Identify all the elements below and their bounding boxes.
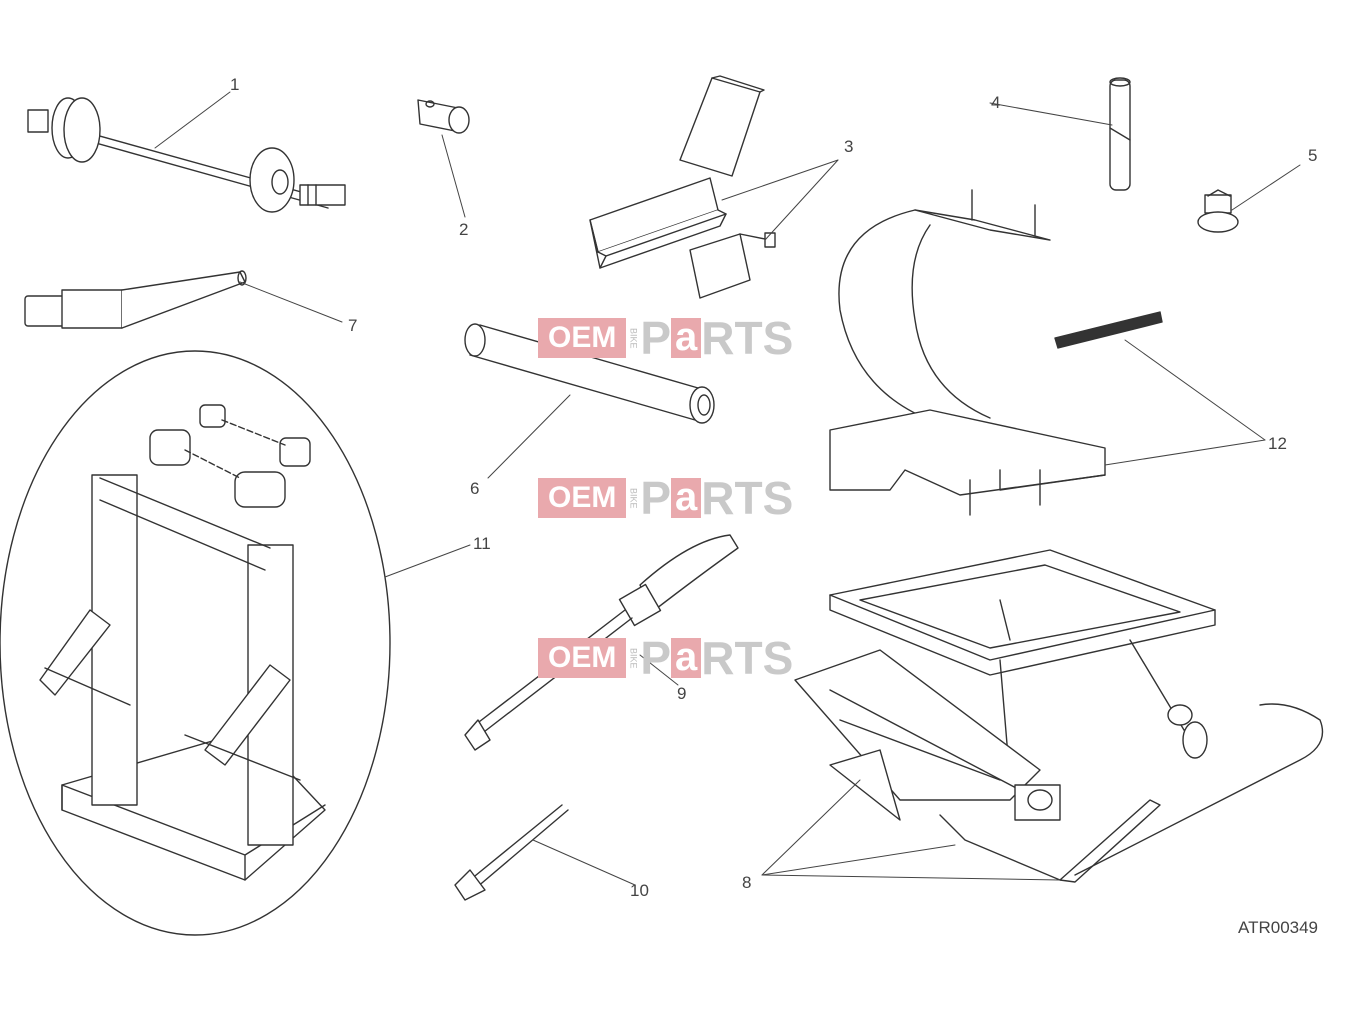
callout-6: 6: [470, 479, 480, 498]
watermark-a: a: [671, 637, 702, 678]
watermark-p: P: [640, 472, 672, 524]
watermark-rts: RTS: [701, 312, 794, 364]
leader-lines: [155, 92, 1300, 885]
callout-5: 5: [1308, 146, 1318, 165]
watermark-bike: BIKE: [628, 487, 639, 509]
part-4-pin: [1110, 78, 1130, 190]
watermark-oem: OEM: [538, 478, 627, 518]
watermark-middle: OEM BIKE P a RTS: [538, 472, 793, 524]
part-5-cap: [1198, 190, 1238, 232]
part-10-key-tool: [455, 805, 568, 900]
part-9-extractor-tool: [465, 535, 738, 750]
watermark-bottom: OEM BIKE P a RTS: [538, 632, 793, 684]
part-8-paddock-lift: [795, 550, 1323, 882]
callout-12: 12: [1268, 434, 1287, 453]
callout-11: 11: [473, 534, 491, 553]
part-7-rod: [25, 271, 246, 328]
callout-9: 9: [677, 684, 687, 703]
watermark-bike: BIKE: [628, 647, 639, 669]
watermark-rts: RTS: [701, 632, 794, 684]
callout-4: 4: [991, 93, 1001, 112]
callout-8: 8: [742, 873, 752, 892]
watermark-oem: OEM: [538, 318, 627, 358]
watermark-a: a: [671, 317, 702, 358]
watermark-a: a: [671, 477, 702, 518]
callout-10: 10: [630, 881, 649, 900]
part-1-bearing-puller: [28, 98, 345, 212]
callout-1: 1: [230, 75, 240, 94]
callout-7: 7: [348, 316, 358, 335]
callout-3: 3: [844, 137, 854, 156]
diagram-code: ATR00349: [1238, 918, 1319, 937]
watermark-p: P: [640, 312, 672, 364]
watermark-top: OEM BIKE P a RTS: [538, 312, 793, 364]
part-2-bush: [418, 100, 469, 133]
watermark-bike: BIKE: [628, 327, 639, 349]
part-6-tube: [465, 324, 714, 423]
watermark-oem: OEM: [538, 638, 627, 678]
watermark-p: P: [640, 632, 672, 684]
part-11-stand-kit: [0, 351, 390, 935]
part-12-support-bracket: [830, 190, 1162, 515]
part-3-tool-kit-box: [590, 76, 775, 298]
callout-2: 2: [459, 220, 469, 239]
watermark-rts: RTS: [701, 472, 794, 524]
